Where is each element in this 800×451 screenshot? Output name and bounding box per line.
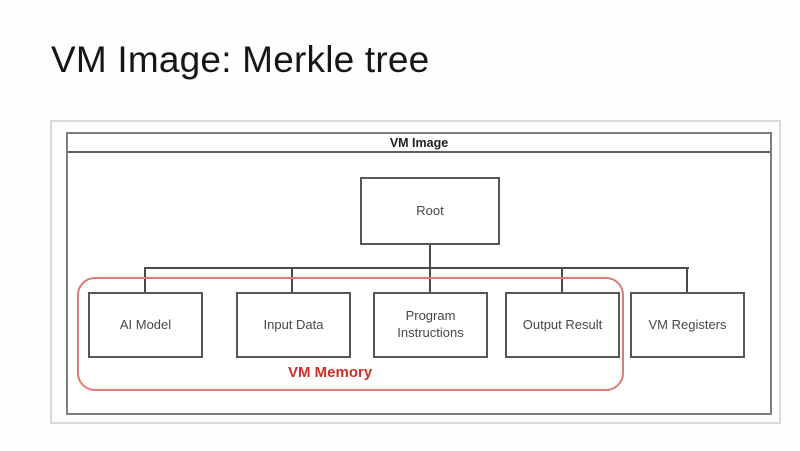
node-input-data: Input Data [236, 292, 351, 358]
node-vm-registers: VM Registers [630, 292, 745, 358]
vm-memory-group-outline [77, 277, 624, 391]
slide-title: VM Image: Merkle tree [51, 39, 430, 80]
node-root: Root [360, 177, 500, 245]
vm-memory-group-label: VM Memory [288, 364, 373, 381]
connector-stub-program-instructions [429, 268, 431, 293]
node-ai-model: AI Model [88, 292, 203, 358]
vm-image-frame-header: VM Image [68, 134, 770, 153]
connector-stub-vm-registers [686, 268, 688, 293]
connector-stub-output-result [561, 268, 563, 293]
connector-stub-input-data [291, 268, 293, 293]
vm-image-frame-label: VM Image [389, 135, 449, 150]
node-program-instructions: Program Instructions [373, 292, 488, 358]
connector-root-stub [429, 243, 431, 269]
connector-horizontal-bus [144, 267, 689, 269]
connector-stub-ai-model [144, 268, 146, 293]
node-output-result: Output Result [505, 292, 620, 358]
